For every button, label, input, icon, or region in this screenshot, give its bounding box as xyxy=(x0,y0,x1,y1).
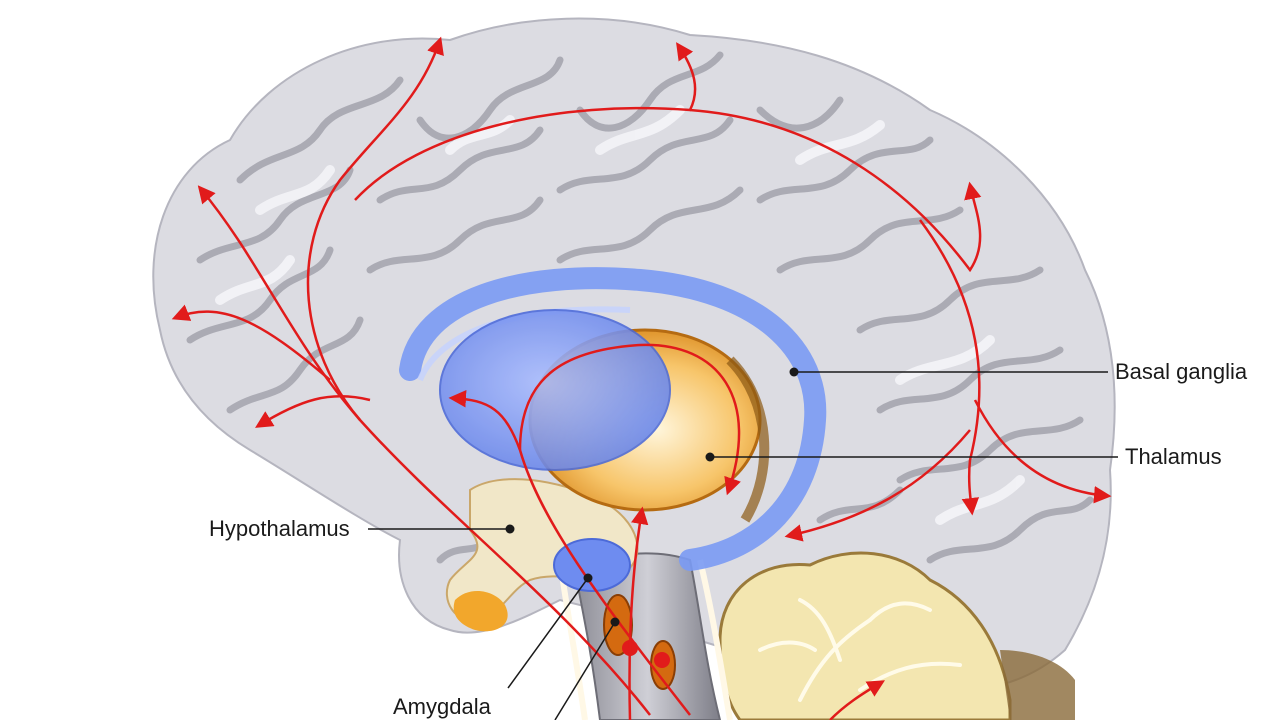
basal-ganglia-shape xyxy=(399,267,827,592)
label-amygdala: Amygdala xyxy=(393,694,491,719)
cerebellum xyxy=(718,551,1075,720)
leader-amygdala xyxy=(507,577,589,689)
label-thalamus: Thalamus xyxy=(1125,444,1222,469)
cortex-folds xyxy=(186,51,1094,564)
leader-lines xyxy=(368,371,1118,720)
brainstem xyxy=(573,552,722,720)
neural-pathways xyxy=(171,36,1112,720)
leader-dots xyxy=(505,367,799,627)
pituitary xyxy=(453,590,508,632)
leader-brainstem xyxy=(554,621,616,720)
label-hypothalamus: Hypothalamus xyxy=(209,516,350,541)
label-basal-ganglia: Basal ganglia xyxy=(1115,359,1248,384)
